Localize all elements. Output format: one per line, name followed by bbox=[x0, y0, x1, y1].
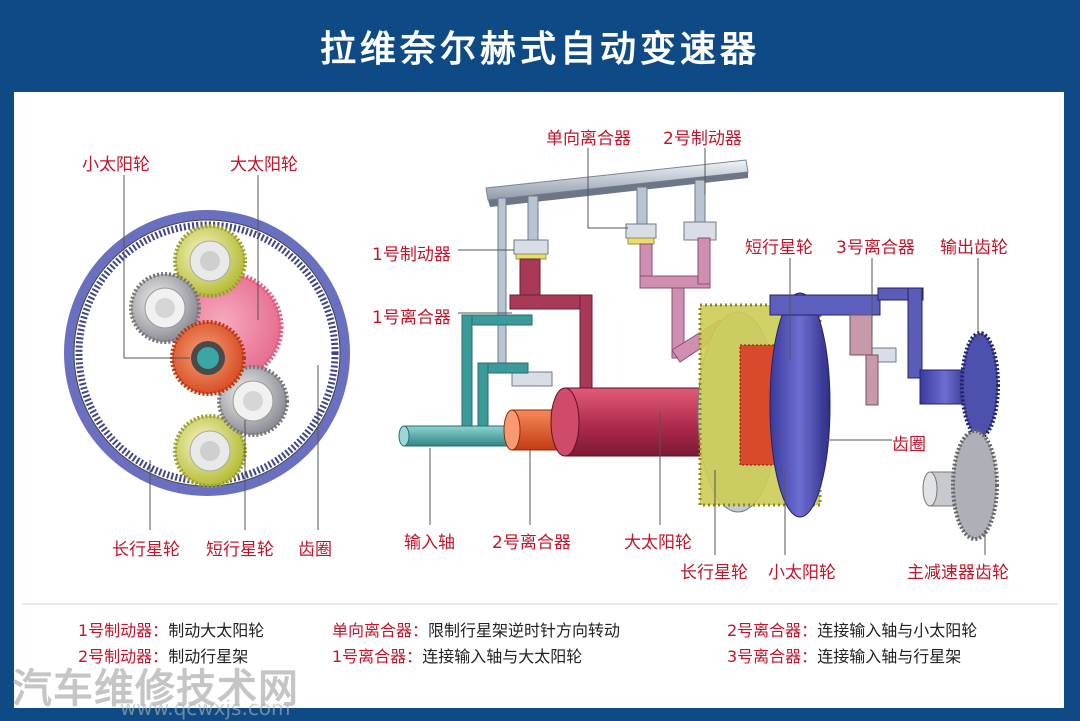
legend-key: 1号制动器： bbox=[78, 621, 169, 640]
label-short-planet-right: 短行星轮 bbox=[745, 238, 813, 258]
label-long-planet-left: 长行星轮 bbox=[112, 540, 180, 560]
legend-key: 2号制动器： bbox=[78, 647, 169, 666]
top-frame-bar bbox=[485, 159, 749, 207]
legend-key: 单向离合器： bbox=[332, 621, 429, 640]
legend-item-brake-1: 1号制动器：制动大太阳轮 bbox=[78, 617, 264, 641]
label-large-sun-right: 大太阳轮 bbox=[624, 533, 692, 553]
label-clutch-3: 3号离合器 bbox=[836, 238, 915, 258]
legend-item-clutch-2: 2号离合器：连接输入轴与小太阳轮 bbox=[727, 617, 977, 641]
ring-gear-drum bbox=[769, 292, 881, 518]
label-small-sun-right: 小太阳轮 bbox=[768, 563, 836, 583]
legend-item-clutch-3: 3号离合器：连接输入轴与行星架 bbox=[727, 643, 961, 667]
small-sun-gear bbox=[170, 320, 246, 396]
page-title: 拉维奈尔赫式自动变速器 bbox=[319, 29, 760, 70]
label-short-planet-left: 短行星轮 bbox=[206, 540, 274, 560]
watermark-url: www.qcwxjs.com bbox=[120, 696, 291, 720]
legend-key: 1号离合器： bbox=[332, 647, 423, 666]
label-small-sun-left: 小太阳轮 bbox=[82, 155, 150, 175]
legend-item-clutch-1: 1号离合器：连接输入轴与大太阳轮 bbox=[332, 643, 582, 667]
long-planet-gears bbox=[173, 224, 247, 488]
short-planet-gears bbox=[129, 272, 289, 437]
label-long-planet-right: 长行星轮 bbox=[680, 563, 748, 583]
label-input-shaft: 输入轴 bbox=[404, 533, 455, 553]
label-output-gear: 输出齿轮 bbox=[940, 238, 1008, 258]
label-clutch-2: 2号离合器 bbox=[492, 533, 571, 553]
legend-value: 限制行星架逆时针方向转动 bbox=[428, 621, 621, 640]
label-ring-gear-left: 齿圈 bbox=[298, 540, 332, 560]
output-shaft bbox=[877, 287, 971, 405]
clutch3-block bbox=[849, 314, 879, 406]
final-drive-gear bbox=[922, 429, 999, 541]
legend-value: 制动行星架 bbox=[168, 647, 249, 666]
legend-item-one-way-clutch: 单向离合器：限制行星架逆时针方向转动 bbox=[332, 617, 620, 641]
legend-item-brake-2: 2号制动器：制动行星架 bbox=[78, 643, 248, 667]
label-brake-2: 2号制动器 bbox=[663, 129, 742, 149]
legend-key: 2号离合器： bbox=[727, 621, 818, 640]
watermark: 汽车维修技术网 bbox=[12, 666, 299, 712]
left-leader-lines bbox=[123, 175, 319, 530]
output-gear bbox=[960, 331, 1000, 439]
legend-value: 连接输入轴与行星架 bbox=[817, 647, 962, 666]
label-final-drive: 主减速器齿轮 bbox=[907, 563, 1009, 583]
right-leader-lines bbox=[429, 148, 986, 555]
legend-key: 3号离合器： bbox=[727, 647, 818, 666]
label-one-way-clutch: 单向离合器 bbox=[546, 129, 631, 149]
legend-value: 连接输入轴与小太阳轮 bbox=[817, 621, 978, 640]
legend-value: 连接输入轴与大太阳轮 bbox=[422, 647, 583, 666]
label-clutch-1: 1号离合器 bbox=[372, 308, 451, 328]
label-large-sun-left: 大太阳轮 bbox=[230, 155, 298, 175]
clutch-blocks bbox=[511, 221, 897, 387]
legend-value: 制动大太阳轮 bbox=[168, 621, 265, 640]
label-brake-1: 1号制动器 bbox=[372, 245, 451, 265]
label-ring-gear-right: 齿圈 bbox=[892, 435, 926, 455]
